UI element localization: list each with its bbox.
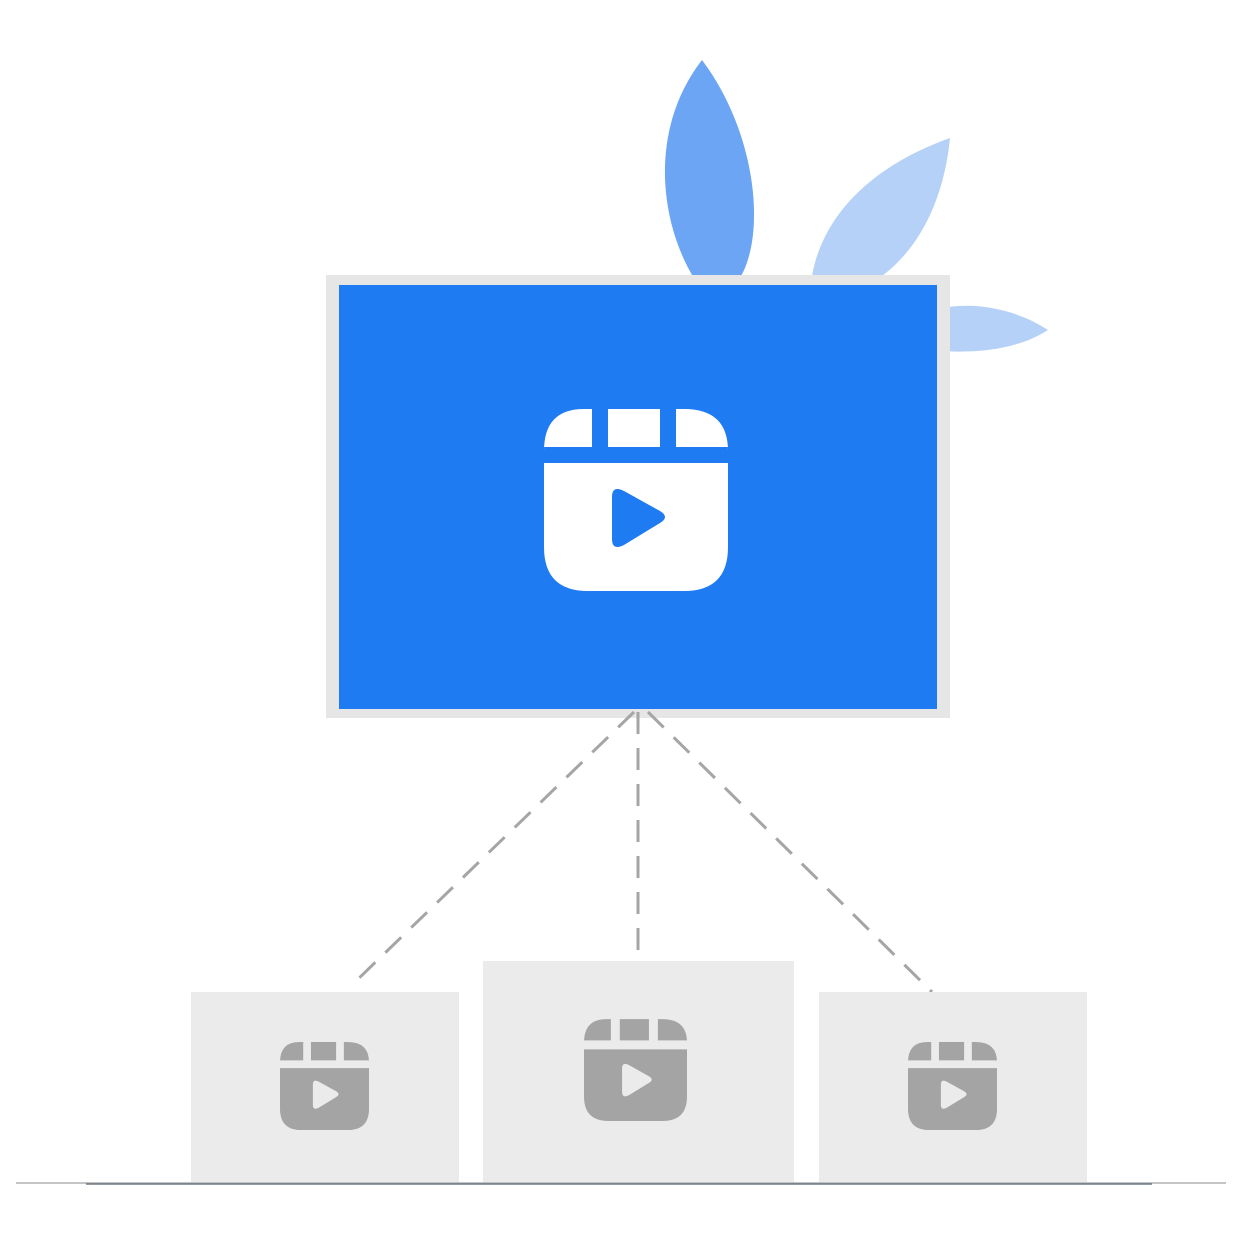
reels-icon	[544, 409, 728, 591]
leaf-right	[810, 138, 950, 300]
leaf-small	[930, 305, 1048, 352]
reels-icon	[908, 1041, 997, 1130]
reels-icon	[280, 1041, 369, 1130]
child-video-center[interactable]	[483, 961, 794, 1182]
connector-left	[353, 710, 636, 984]
child-video-left[interactable]	[191, 992, 459, 1182]
leaf-tall	[664, 60, 755, 300]
floor-shadow	[86, 1183, 1152, 1185]
reels-icon	[584, 1019, 687, 1121]
child-video-right[interactable]	[819, 992, 1087, 1182]
connector-right	[646, 710, 934, 994]
